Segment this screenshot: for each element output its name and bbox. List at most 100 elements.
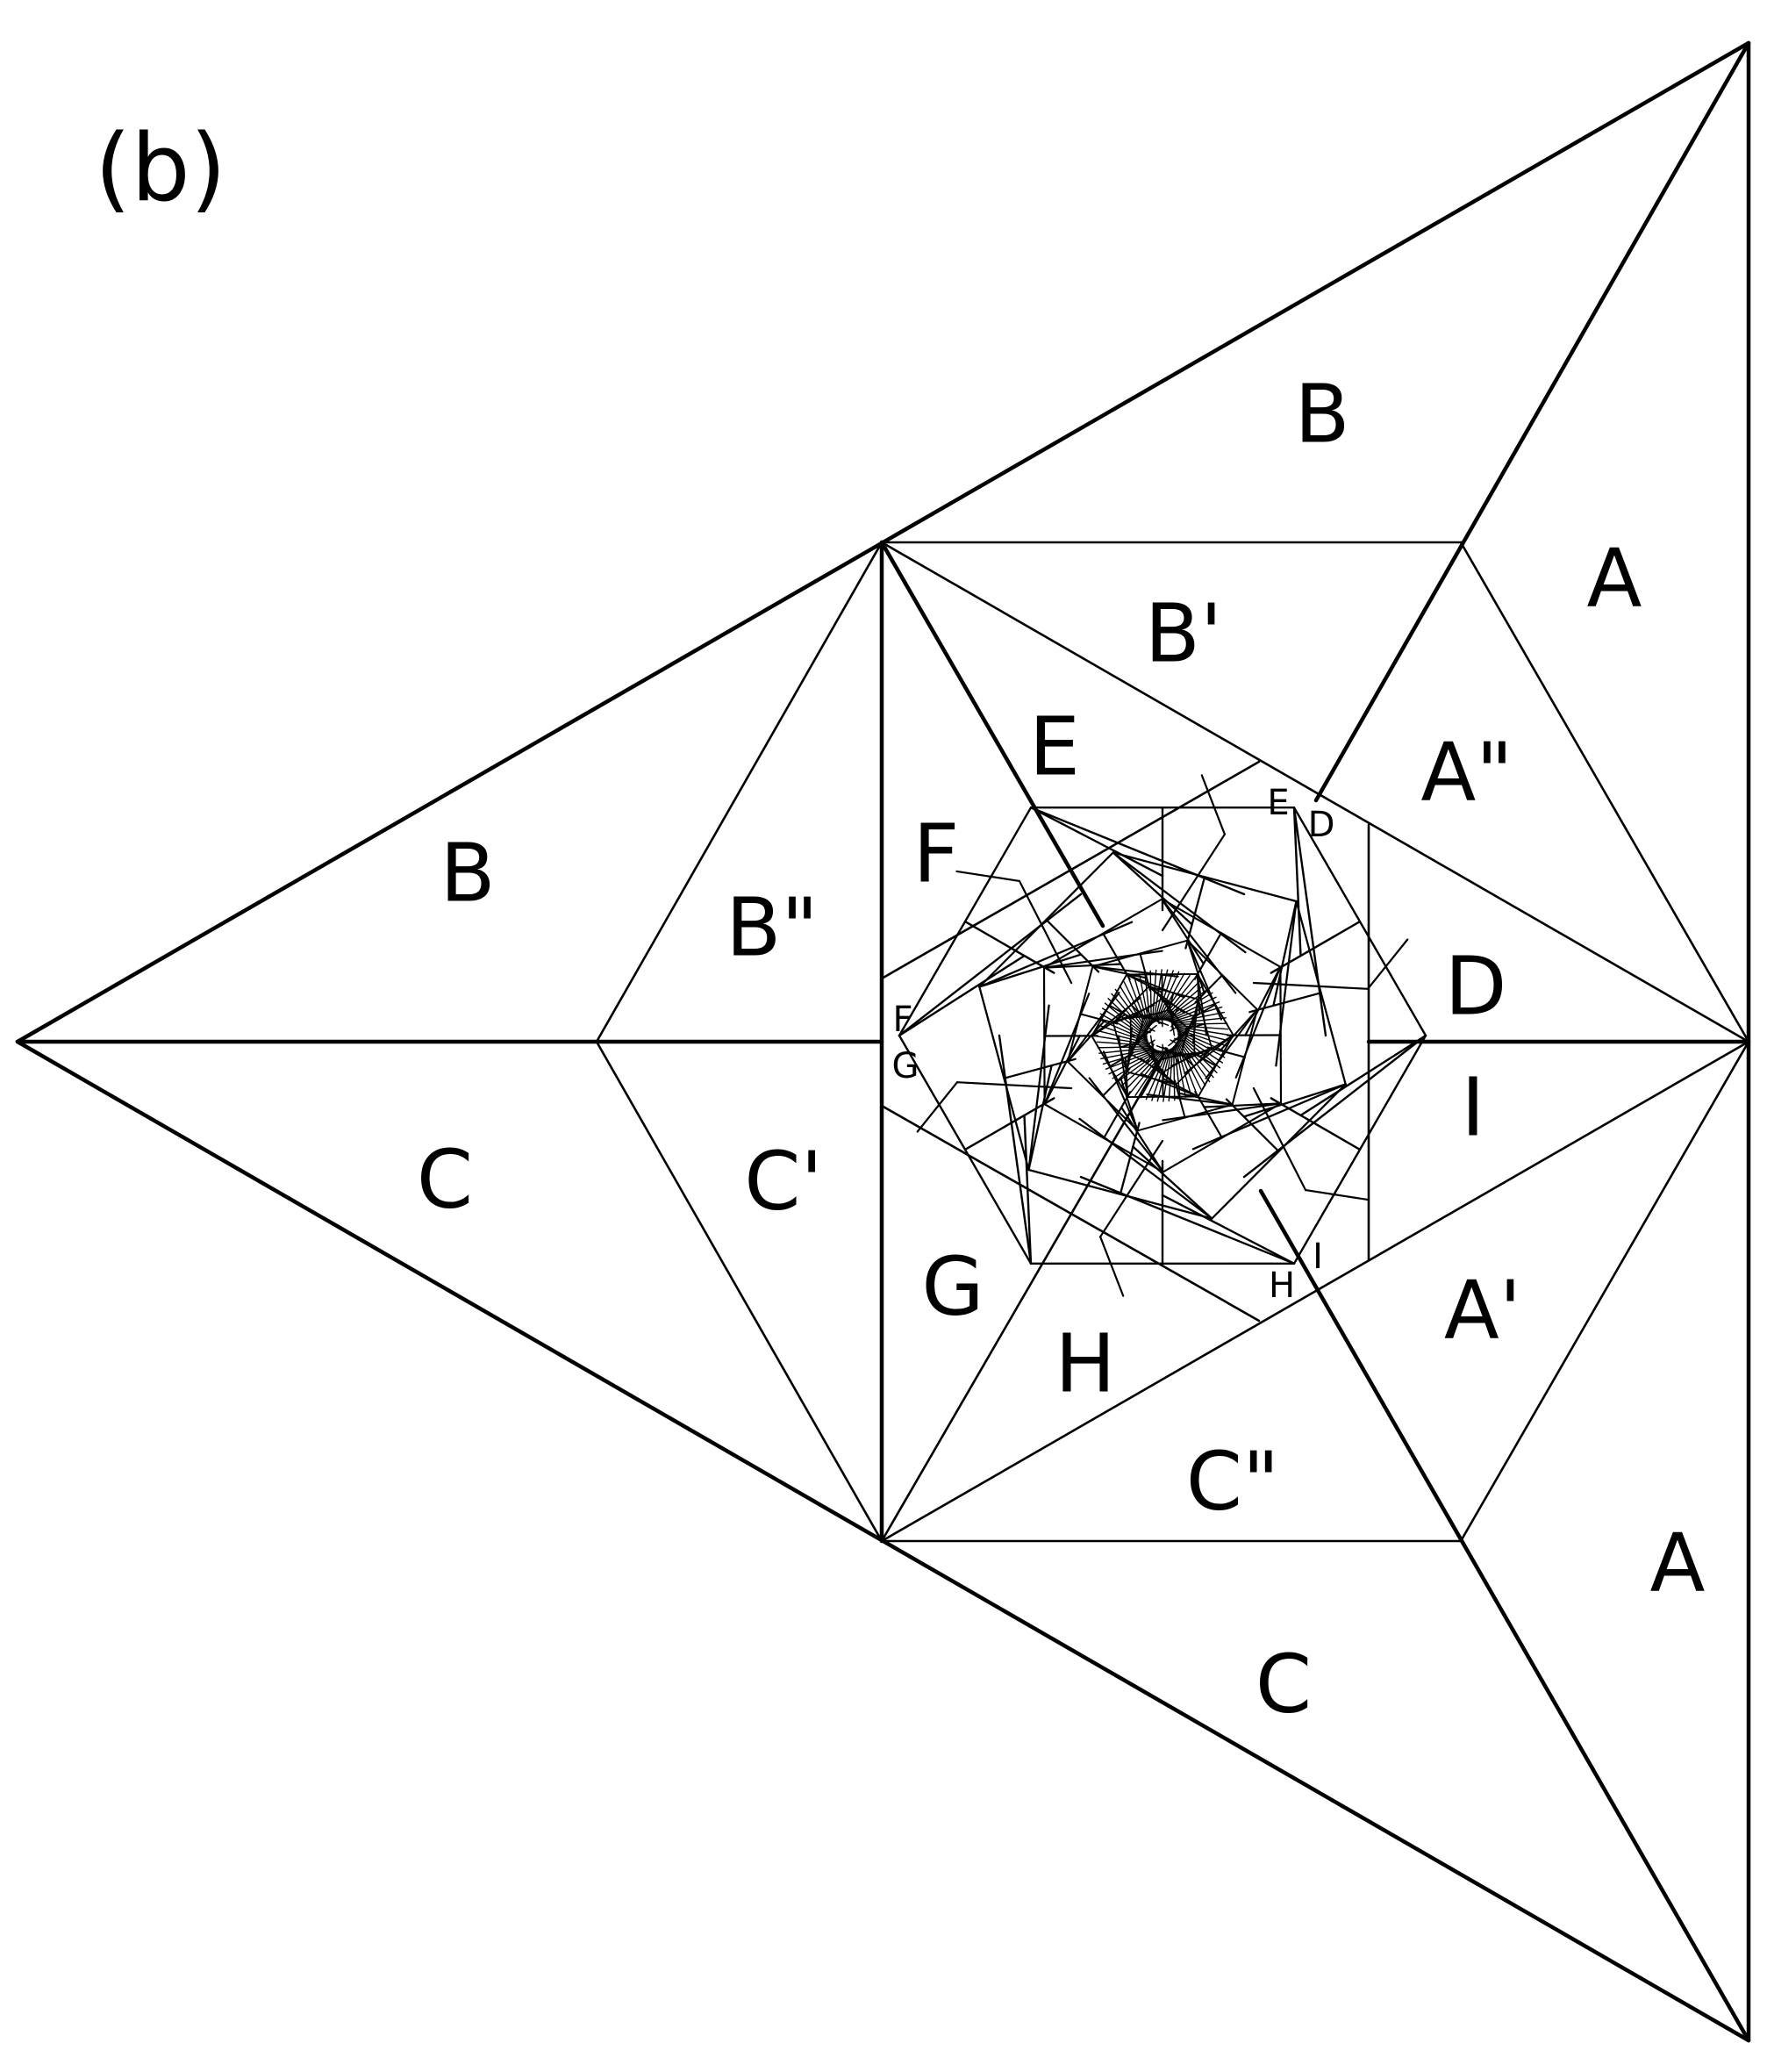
region-label-e-small: E	[1267, 783, 1289, 823]
mesh-line	[1172, 1045, 1176, 1101]
mesh-line	[1042, 963, 1122, 969]
mesh-line	[1107, 997, 1148, 1036]
mesh-line	[1066, 1019, 1106, 1063]
mesh-line	[1161, 898, 1205, 965]
mesh-line	[1168, 1047, 1174, 1102]
mesh-line	[1029, 807, 1164, 878]
region-label-h-large: H	[1055, 1316, 1115, 1410]
mesh-line	[1162, 1047, 1173, 1102]
mesh-line	[1292, 807, 1327, 1037]
mesh-line	[1003, 1058, 1077, 1079]
region-label-i-small: I	[1313, 1237, 1323, 1277]
mesh-line	[1078, 1117, 1213, 1220]
mesh-line	[1147, 1027, 1155, 1032]
mesh-line	[1174, 1043, 1187, 1098]
mesh-line	[898, 893, 1083, 1037]
mesh-line	[1151, 969, 1157, 1024]
mesh-line	[1186, 939, 1205, 994]
mesh-line	[1102, 1048, 1155, 1065]
long-diag-lower	[1258, 1188, 1751, 2043]
mesh-line	[1091, 965, 1148, 979]
mesh-line	[1176, 1028, 1228, 1047]
region-label-a-double-prime: A"	[1420, 725, 1513, 819]
mesh-line	[1225, 1098, 1280, 1153]
mesh-line	[1244, 965, 1282, 1036]
mesh-line	[1100, 1047, 1155, 1060]
mesh-line	[1124, 1050, 1163, 1091]
mesh-line	[1175, 1027, 1229, 1042]
region-label-b-top: B	[1294, 367, 1349, 461]
middle-lines	[15, 40, 1751, 2043]
mesh-line	[1161, 833, 1227, 932]
mesh-line	[1145, 1050, 1169, 1101]
mesh-line	[1103, 1091, 1132, 1139]
region-label-a-prime: A'	[1444, 1263, 1521, 1357]
mesh-line	[1162, 980, 1201, 1021]
mesh-line	[1156, 1048, 1171, 1102]
mesh-line	[1177, 1032, 1224, 1064]
region-label-d-small: D	[1308, 805, 1335, 845]
mesh-line	[1091, 1013, 1127, 1037]
mesh-line	[1148, 1039, 1155, 1045]
mesh-line	[1270, 920, 1362, 974]
mesh-line	[1174, 1025, 1229, 1036]
mesh-line	[916, 1081, 959, 1133]
mesh-line	[1133, 975, 1150, 1029]
mesh-line	[1168, 1001, 1220, 1022]
mesh-line	[1170, 1011, 1225, 1024]
region-label-c-prime: C'	[744, 1134, 823, 1228]
region-label-h-small: H	[1269, 1265, 1295, 1306]
mesh-line	[1200, 774, 1227, 835]
mesh-line	[963, 1097, 1055, 1151]
c2-upper-edge	[880, 1040, 1750, 1543]
mesh-line	[1272, 900, 1298, 1007]
mesh-line	[1252, 1086, 1307, 1192]
mesh-line	[1144, 971, 1151, 1027]
mesh-line	[1242, 1034, 1427, 1179]
mesh-line	[1134, 1050, 1166, 1097]
mesh-line	[1045, 918, 1100, 973]
mesh-line	[1177, 1092, 1234, 1106]
region-label-c-left: C	[417, 1132, 473, 1226]
mesh-line	[1174, 1044, 1181, 1100]
mesh-line	[1043, 1035, 1081, 1106]
mesh-line	[1148, 986, 1171, 1007]
mesh-line	[1099, 1013, 1148, 1041]
mesh-line	[1194, 1090, 1223, 1139]
region-label-a-upper-right: A	[1587, 531, 1642, 625]
mesh-line	[1191, 1083, 1347, 1151]
mesh-line	[1102, 932, 1131, 981]
mesh-line	[1292, 807, 1302, 957]
mesh-line	[1219, 1008, 1259, 1052]
mesh-line	[1111, 993, 1148, 1036]
mesh-line	[1177, 1035, 1218, 1074]
mesh-line	[1191, 998, 1199, 1029]
mesh-line	[1098, 1018, 1148, 1042]
mesh-line	[1198, 1034, 1234, 1058]
region-label-g-large: G	[921, 1239, 984, 1333]
mesh-line	[1149, 970, 1153, 1026]
mesh-line	[1079, 1175, 1296, 1265]
mesh-line	[1162, 1102, 1283, 1122]
mesh-line	[1151, 1049, 1170, 1101]
region-label-a-lower-right: A	[1650, 1516, 1706, 1610]
mesh-line	[1248, 992, 1322, 1014]
mesh-line	[1132, 1145, 1213, 1220]
region-label-b-prime: B'	[1145, 586, 1222, 680]
region-label-f-small: F	[892, 1000, 912, 1040]
mesh-line	[1029, 807, 1246, 896]
mesh-line	[1154, 969, 1169, 1023]
mesh-line	[1120, 1106, 1164, 1173]
mesh-line	[1177, 1033, 1221, 1069]
mesh-line	[1299, 1034, 1427, 1117]
inner-mesh	[898, 774, 1427, 1297]
mesh-line	[1096, 1036, 1151, 1046]
mesh-line	[998, 1034, 1033, 1265]
mesh-line	[1119, 1122, 1141, 1195]
mesh-line	[1119, 985, 1148, 1033]
mesh-line	[1101, 1007, 1148, 1039]
panel-label: (b)	[95, 114, 226, 222]
region-label-f-large: F	[913, 807, 960, 900]
mesh-line	[1105, 1049, 1157, 1070]
mesh-line	[1170, 1026, 1177, 1032]
